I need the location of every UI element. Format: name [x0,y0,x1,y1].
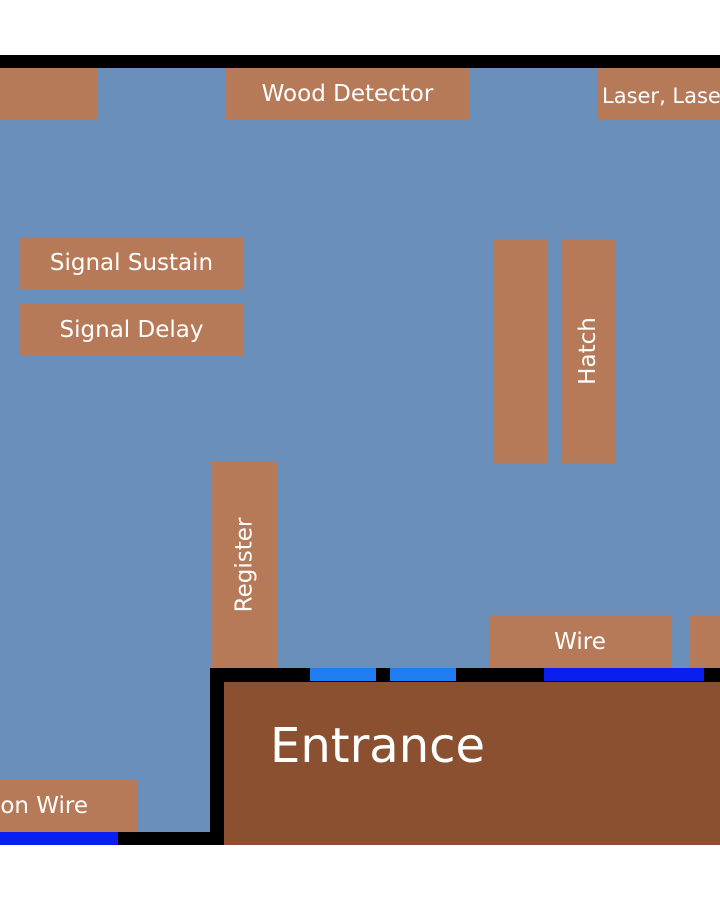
room-label: Hatch [575,317,602,385]
room-hatch-left[interactable] [494,239,548,463]
room-laser[interactable]: Laser, Lase [598,68,720,120]
room-right-partial[interactable] [690,615,720,668]
room-register[interactable]: Register [211,462,277,668]
room-bottom-left-wire[interactable]: on Wire [0,779,138,832]
room-label: Wire [554,628,606,655]
door-1 [310,668,376,681]
door-4 [0,832,118,845]
entrance-label: Entrance [270,718,486,774]
room-signal-delay[interactable]: Signal Delay [19,304,244,356]
room-signal-sustain[interactable]: Signal Sustain [19,237,244,289]
room-wire[interactable]: Wire [489,615,671,668]
room-top-left-partial[interactable] [0,68,97,120]
door-2 [390,668,456,681]
room-hatch[interactable]: Hatch [561,239,615,463]
room-label: on Wire [0,792,88,819]
room-label: Laser, Lase [602,84,720,108]
top-wall [0,55,720,68]
entrance-area[interactable]: Entrance [224,682,720,845]
room-label: Signal Delay [59,317,204,343]
room-wood-detector[interactable]: Wood Detector [226,68,469,120]
room-label: Signal Sustain [49,250,214,276]
room-label: Register [231,517,258,613]
inner-vertical-wall [210,668,224,845]
room-label: Wood Detector [261,81,434,107]
door-3 [544,668,704,681]
